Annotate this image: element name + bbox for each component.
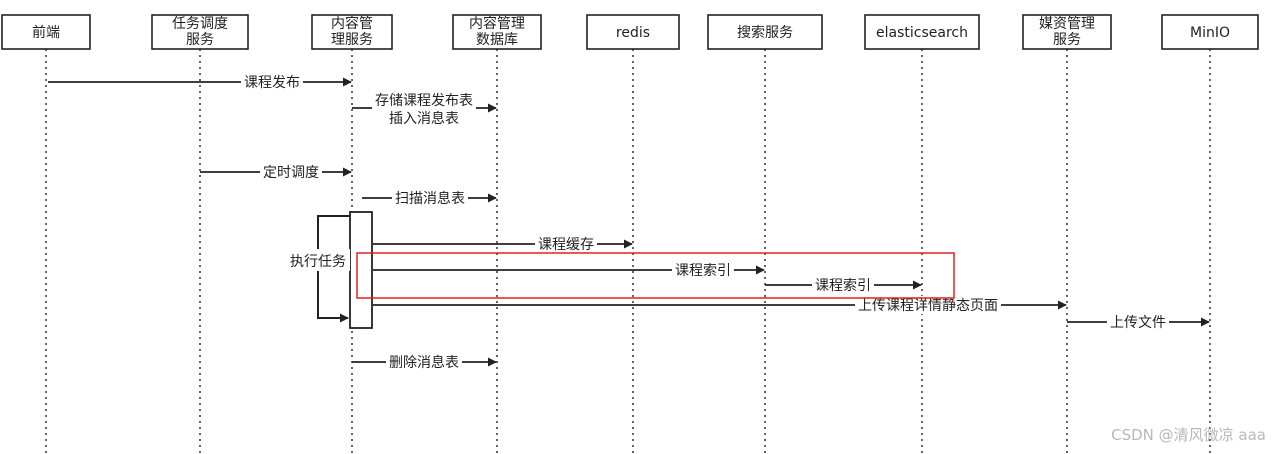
message-7: 课程索引 — [765, 276, 922, 294]
message-label: 课程索引 — [675, 262, 731, 279]
message-9: 上传文件 — [1067, 313, 1210, 331]
participant-label: 内容管理 — [469, 15, 525, 32]
participant-redis: redis — [586, 14, 680, 50]
message-label: 定时调度 — [263, 165, 319, 181]
message-10: 删除消息表 — [352, 353, 497, 371]
message-label: 课程缓存 — [538, 237, 594, 253]
lifelines — [45, 49, 1211, 454]
message-5: 课程缓存 — [373, 235, 633, 253]
message-8: 上传课程详情静态页面 — [373, 296, 1067, 314]
self-call-loop: 执行任务 — [286, 215, 350, 323]
participant-label: elasticsearch — [876, 25, 968, 41]
participant-label: 服务 — [1053, 32, 1081, 48]
activation-bar — [349, 211, 373, 329]
highlight-layer — [356, 252, 955, 299]
message-label: 上传文件 — [1110, 315, 1166, 331]
participant-label: 媒资管理 — [1039, 16, 1095, 32]
participant-label: 任务调度 — [172, 16, 228, 32]
participant-label: redis — [616, 25, 650, 41]
message-label: 上传课程详情静态页面 — [858, 298, 998, 314]
participant-label: 服务 — [186, 32, 214, 48]
highlight-box — [356, 252, 955, 299]
message-label: 课程索引 — [815, 277, 871, 294]
participant-label: MinIO — [1190, 25, 1230, 41]
participant-label: 前端 — [32, 24, 60, 41]
participant-frontend: 前端 — [1, 14, 91, 50]
message-3: 定时调度 — [200, 163, 352, 181]
message-label: 存储课程发布表 — [375, 93, 473, 109]
message-label: 插入消息表 — [389, 110, 459, 127]
participant-label: 搜索服务 — [737, 24, 793, 41]
participant-label: 内容管 — [331, 15, 373, 32]
message-6: 课程索引 — [373, 261, 765, 279]
message-label: 课程发布 — [244, 75, 300, 91]
activation-layer — [349, 211, 373, 329]
message-1: 课程发布 — [48, 73, 352, 91]
participant-label: 数据库 — [476, 32, 518, 48]
message-4: 扫描消息表 — [362, 189, 497, 207]
messages: 课程发布存储课程发布表插入消息表定时调度扫描消息表课程缓存课程索引课程索引上传课… — [48, 73, 1210, 371]
participant-label: 理服务 — [331, 32, 373, 48]
participant-search: 搜索服务 — [707, 14, 823, 50]
self-call-label: 执行任务 — [290, 254, 346, 270]
message-label: 扫描消息表 — [395, 190, 465, 207]
participant-minio: MinIO — [1161, 14, 1259, 50]
watermark: CSDN @清风微凉 aaa — [1111, 426, 1266, 444]
participant-es: elasticsearch — [864, 14, 980, 50]
message-label: 删除消息表 — [389, 354, 459, 371]
